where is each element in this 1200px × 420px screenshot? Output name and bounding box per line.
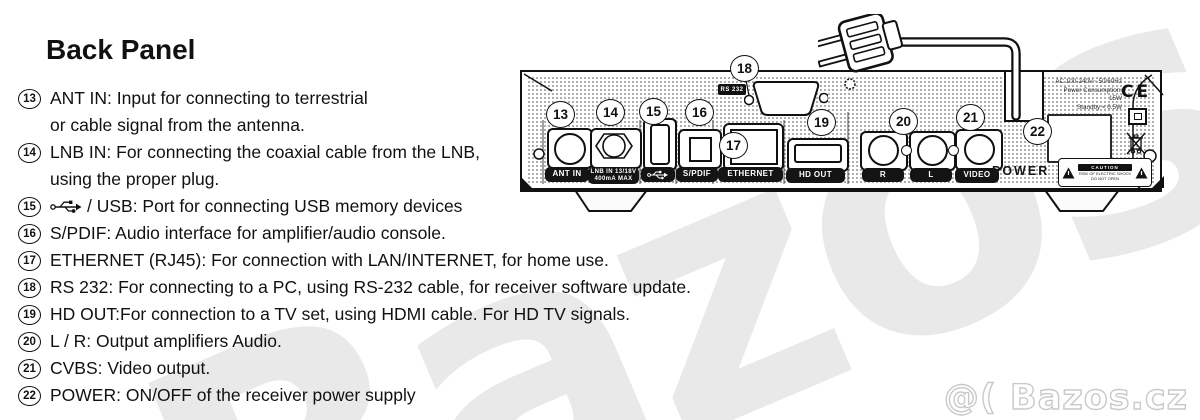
coax-connector-icon bbox=[554, 133, 586, 165]
legend-text: / USB: Port for connecting USB memory de… bbox=[87, 196, 463, 216]
warning-triangle-icon bbox=[1135, 167, 1148, 178]
watermark-corner: @( Bazos.cz bbox=[943, 377, 1188, 418]
callout-number-badge: 13 bbox=[18, 88, 41, 109]
ce-mark: CE bbox=[1121, 82, 1152, 102]
power-cord bbox=[818, 14, 1021, 121]
legend-item-14-cont: using the proper plug. bbox=[18, 166, 691, 193]
legend-item-14: 14 LNB IN: For connecting the coaxial ca… bbox=[18, 139, 691, 166]
usb-port bbox=[643, 118, 677, 171]
caution-text: CAUTION RISK OF ELECTRIC SHOCK DO NOT OP… bbox=[1078, 164, 1132, 181]
legend-text: POWER: ON/OFF of the receiver power supp… bbox=[50, 385, 416, 405]
legend-item-16: 16 S/PDIF: Audio interface for amplifier… bbox=[18, 220, 691, 247]
f-connector-icon bbox=[595, 133, 633, 159]
callout-number-badge: 22 bbox=[18, 385, 41, 406]
optical-socket-icon bbox=[689, 137, 712, 162]
legend-item-21: 21 CVBS: Video output. bbox=[18, 355, 691, 382]
rca-connector-icon bbox=[964, 134, 995, 165]
ant-in-port bbox=[547, 128, 593, 169]
mount-hole bbox=[901, 145, 912, 156]
callout-19: 19 bbox=[807, 109, 836, 136]
legend-item-19: 19 HD OUT:For connection to a TV set, us… bbox=[18, 301, 691, 328]
power-label: POWER bbox=[992, 164, 1050, 178]
hdout-port bbox=[787, 138, 849, 172]
legend-item-13-cont: or cable signal from the antenna. bbox=[18, 112, 691, 139]
legend-text: ETHERNET (RJ45): For connection with LAN… bbox=[50, 250, 609, 270]
legend-text: HD OUT:For connection to a TV set, using… bbox=[50, 304, 630, 324]
callout-16: 16 bbox=[685, 99, 714, 126]
callout-14: 14 bbox=[596, 99, 625, 126]
callout-number-badge: 17 bbox=[18, 250, 41, 271]
usb-label bbox=[641, 167, 675, 182]
class2-insulation-icon bbox=[1128, 108, 1147, 125]
spdif-port bbox=[678, 129, 722, 169]
legend-text: CVBS: Video output. bbox=[50, 358, 211, 378]
usb-socket-icon bbox=[650, 124, 670, 165]
power-plug bbox=[818, 14, 903, 73]
legend-item-17: 17 ETHERNET (RJ45): For connection with … bbox=[18, 247, 691, 274]
weee-icon bbox=[1126, 132, 1146, 155]
warning-triangle-icon bbox=[1062, 167, 1075, 178]
legend-text: S/PDIF: Audio interface for amplifier/au… bbox=[50, 223, 446, 243]
legend-item-20: 20 L / R: Output amplifiers Audio. bbox=[18, 328, 691, 355]
legend-text: LNB IN: For connecting the coaxial cable… bbox=[50, 142, 480, 162]
mount-hole bbox=[948, 145, 959, 156]
callout-20: 20 bbox=[889, 108, 918, 135]
legend-text: ANT IN: Input for connecting to terrestr… bbox=[50, 88, 368, 108]
audio-l-label: L bbox=[910, 168, 952, 182]
legend-item-18: 18 RS 232: For connecting to a PC, using… bbox=[18, 274, 691, 301]
callout-15: 15 bbox=[639, 98, 668, 125]
legend-text: or cable signal from the antenna. bbox=[50, 115, 305, 135]
callout-number-badge: 18 bbox=[18, 277, 41, 298]
usb-icon bbox=[647, 170, 668, 179]
callout-number-badge: 19 bbox=[18, 304, 41, 325]
legend-text: RS 232: For connecting to a PC, using RS… bbox=[50, 277, 692, 297]
callout-number-badge: 20 bbox=[18, 331, 41, 352]
callout-number-badge: 16 bbox=[18, 223, 41, 244]
cord-channel bbox=[1004, 72, 1044, 122]
hdout-label: HD OUT bbox=[786, 168, 845, 183]
legend-list: 13 ANT IN: Input for connecting to terre… bbox=[18, 85, 691, 409]
callout-number-badge: 14 bbox=[18, 142, 41, 163]
ethernet-label: ETHERNET bbox=[718, 167, 783, 182]
rs232-label: RS 232 bbox=[718, 84, 746, 95]
callout-number-badge: 15 bbox=[18, 196, 41, 217]
ant-in-label: ANT IN bbox=[545, 167, 589, 182]
video-label: VIDEO bbox=[955, 168, 999, 183]
spdif-label: S/PDIF bbox=[676, 167, 718, 182]
callout-21: 21 bbox=[956, 104, 985, 131]
legend-text: using the proper plug. bbox=[50, 169, 220, 189]
callout-13: 13 bbox=[546, 101, 575, 128]
legend-item-15: 15 / USB: Port for connecting USB memory… bbox=[18, 193, 691, 220]
caution-label: CAUTION RISK OF ELECTRIC SHOCK DO NOT OP… bbox=[1058, 158, 1152, 187]
legend-item-13: 13 ANT IN: Input for connecting to terre… bbox=[18, 85, 691, 112]
hdmi-socket-icon bbox=[794, 144, 842, 163]
rca-connector-icon bbox=[917, 135, 948, 166]
rs232-connector bbox=[744, 81, 828, 116]
page-title: Back Panel bbox=[46, 34, 196, 65]
power-switch bbox=[1047, 114, 1112, 163]
callout-17: 17 bbox=[719, 132, 748, 159]
usb-icon bbox=[50, 200, 82, 213]
lnb-in-label: LNB IN 13/18V 400mA MAX bbox=[588, 167, 639, 184]
legend-text: L / R: Output amplifiers Audio. bbox=[50, 331, 282, 351]
legend-item-22: 22 POWER: ON/OFF of the receiver power s… bbox=[18, 382, 691, 409]
callout-number-badge: 21 bbox=[18, 358, 41, 379]
callout-18: 18 bbox=[730, 55, 759, 82]
power-rating-text: AC 100-240V~ 50/60Hz Power Consumption: … bbox=[1055, 78, 1122, 111]
rca-connector-icon bbox=[868, 135, 899, 166]
audio-r-label: R bbox=[862, 168, 904, 182]
callout-22: 22 bbox=[1023, 118, 1052, 145]
